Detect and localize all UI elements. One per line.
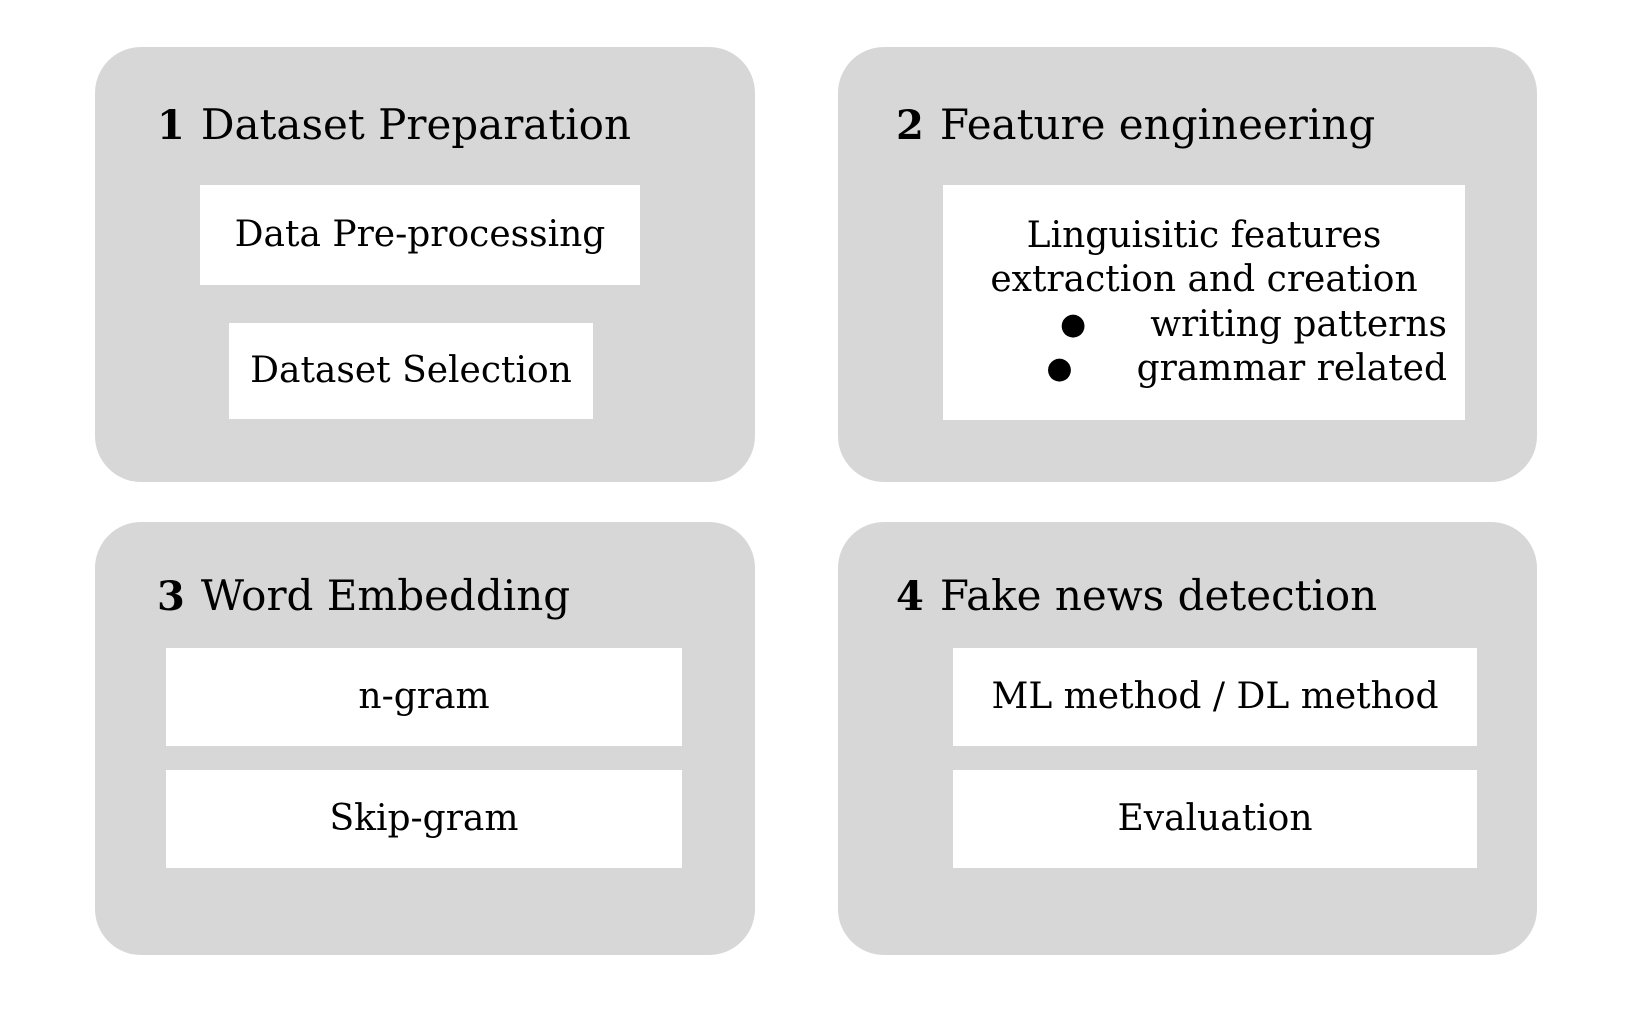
panel-4-title: Fake news detection — [939, 571, 1378, 620]
panel-1-step-number: 1 — [157, 102, 185, 149]
box-linguistic-features[interactable]: Linguisitic features extraction and crea… — [943, 185, 1465, 420]
box-n-gram-label: n-gram — [358, 676, 490, 718]
box-n-gram[interactable]: n-gram — [166, 648, 682, 746]
box-data-pre-processing-label: Data Pre-processing — [234, 214, 606, 256]
box-ml-dl-method-label: ML method / DL method — [991, 676, 1439, 718]
box-evaluation[interactable]: Evaluation — [953, 770, 1477, 868]
linguistic-features-line-2: extraction and creation — [990, 259, 1418, 301]
bullet-label-writing-patterns: writing patterns — [1150, 303, 1447, 345]
panel-1-title: Dataset Preparation — [200, 100, 631, 149]
bullet-dot-icon: ● — [1046, 350, 1073, 386]
linguistic-features-text-block: Linguisitic features extraction and crea… — [943, 214, 1465, 391]
panel-3-title: Word Embedding — [200, 571, 571, 620]
box-ml-dl-method[interactable]: ML method / DL method — [953, 648, 1477, 746]
box-evaluation-label: Evaluation — [1117, 798, 1313, 840]
panel-3-step-number: 3 — [157, 573, 185, 620]
bullet-item-grammar-related: ● grammar related — [943, 347, 1465, 391]
bullet-label-grammar-related: grammar related — [1136, 347, 1447, 389]
panel-2-title: Feature engineering — [939, 100, 1376, 149]
box-dataset-selection-label: Dataset Selection — [250, 350, 572, 392]
bullet-item-writing-patterns: ● writing patterns — [943, 303, 1465, 347]
panel-2-step-number: 2 — [896, 102, 924, 149]
bullet-dot-icon: ● — [1060, 306, 1087, 342]
box-skip-gram[interactable]: Skip-gram — [166, 770, 682, 868]
linguistic-features-line-1: Linguisitic features — [1026, 214, 1382, 256]
box-skip-gram-label: Skip-gram — [329, 798, 519, 840]
box-data-pre-processing[interactable]: Data Pre-processing — [200, 185, 640, 285]
box-dataset-selection[interactable]: Dataset Selection — [229, 323, 593, 419]
panel-4-step-number: 4 — [896, 573, 924, 620]
